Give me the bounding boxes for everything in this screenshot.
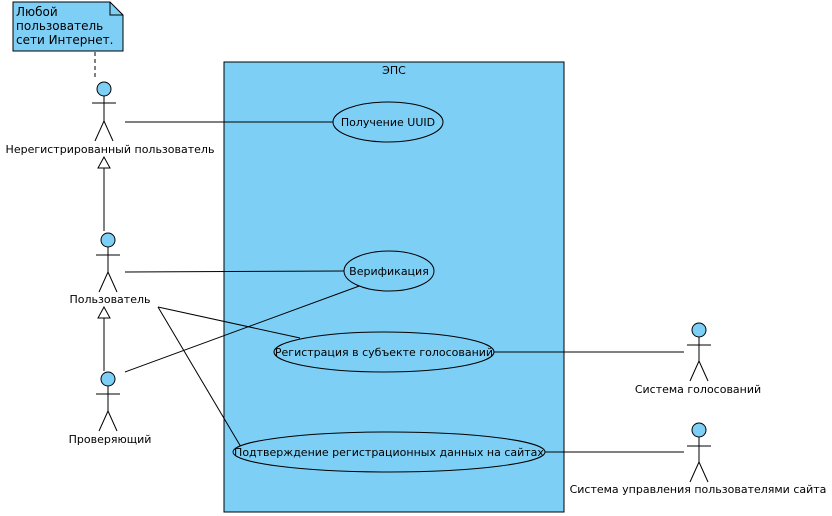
actor-site-user-mgmt-label: Система управления пользователями сайта	[570, 483, 827, 496]
system-title: ЭПС	[382, 64, 406, 77]
actor-voting-system	[687, 322, 711, 382]
assoc-user-site-confirmation	[157, 306, 242, 448]
note: Любой пользователь сети Интернет.	[12, 1, 124, 52]
actor-site-user-mgmt	[687, 422, 711, 483]
note-line-1: Любой	[16, 5, 58, 19]
use-case-site-confirmation: Подтверждение регистрационных данных на …	[232, 431, 546, 473]
use-case-voting-registration-label: Регистрация в субъекте голосований	[275, 346, 493, 359]
use-case-get-uuid-label: Получение UUID	[341, 116, 435, 129]
note-line-2: пользователь	[16, 19, 103, 33]
assoc-user-verification	[124, 270, 346, 273]
actor-user	[96, 232, 120, 293]
use-case-verification: Верификация	[343, 250, 435, 292]
generalization-checker-to-user	[97, 305, 111, 371]
use-case-get-uuid: Получение UUID	[332, 101, 444, 143]
actor-checker-label: Проверяющий	[69, 433, 152, 446]
use-case-verification-label: Верификация	[349, 265, 429, 278]
actor-unregistered-label: Нерегистрированный пользователь	[6, 143, 215, 156]
note-line-3: сети Интернет.	[16, 33, 113, 47]
associations	[124, 121, 684, 453]
use-case-site-confirmation-label: Подтверждение регистрационных данных на …	[234, 446, 544, 459]
assoc-user-voting-registration	[157, 306, 301, 339]
use-case-voting-registration: Регистрация в субъекте голосований	[273, 331, 495, 373]
actor-checker	[96, 371, 120, 432]
actor-unregistered	[92, 81, 116, 142]
actor-user-label: Пользователь	[69, 293, 150, 306]
generalization-user-to-unregistered	[97, 155, 111, 231]
actor-voting-system-label: Система голосований	[635, 383, 761, 396]
assoc-checker-verification	[124, 284, 363, 373]
